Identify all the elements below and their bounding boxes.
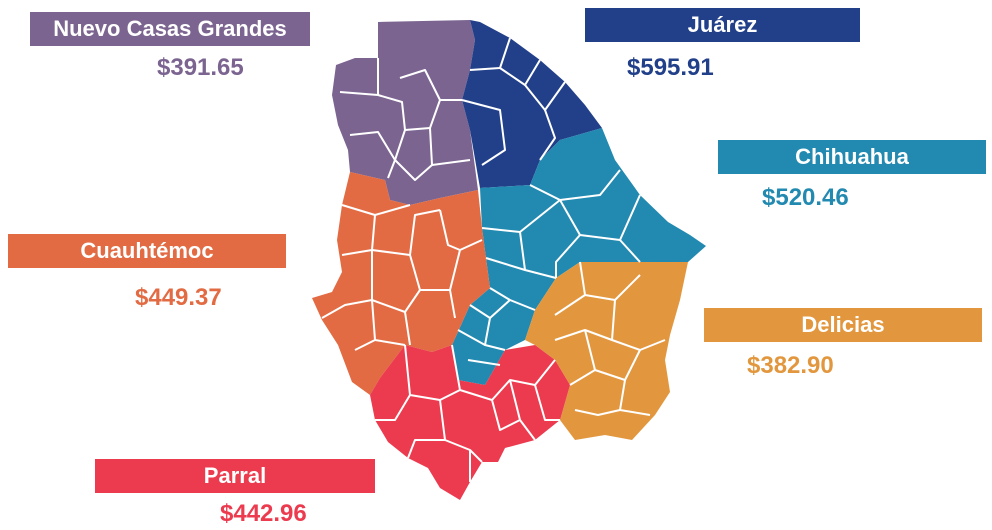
region-name: Juárez [687, 12, 758, 37]
region-name: Delicias [801, 312, 885, 337]
region-price-juarez: $595.91 [627, 54, 714, 81]
region-price-chihuahua: $520.46 [762, 184, 849, 211]
region-name: Parral [203, 463, 267, 488]
region-chihuahua-shape [452, 128, 706, 385]
region-delicias-shape [525, 262, 688, 440]
region-cuauhtemoc-shape [312, 172, 490, 395]
region-label-cuauhtemoc: Cuauhtémoc [8, 234, 286, 268]
region-price-nuevo-casas-grandes: $391.65 [157, 54, 244, 81]
region-label-nuevo-casas-grandes: Nuevo Casas Grandes [30, 12, 310, 46]
region-price-delicias: $382.90 [747, 352, 834, 379]
region-label-delicias: Delicias [704, 308, 982, 342]
region-nuevo-casas-grandes-shape [332, 20, 478, 205]
region-label-juarez: Juárez [585, 8, 860, 42]
region-juarez-shape [462, 20, 602, 188]
region-name: Chihuahua [795, 144, 909, 169]
region-label-chihuahua: Chihuahua [718, 140, 986, 174]
municipal-borders [321, 37, 666, 482]
region-name: Cuauhtémoc [80, 238, 214, 263]
region-price-parral: $442.96 [220, 500, 307, 527]
region-parral-shape [370, 345, 570, 500]
region-price-cuauhtemoc: $449.37 [135, 284, 222, 311]
region-label-parral: Parral [95, 459, 375, 493]
region-name: Nuevo Casas Grandes [53, 16, 287, 41]
